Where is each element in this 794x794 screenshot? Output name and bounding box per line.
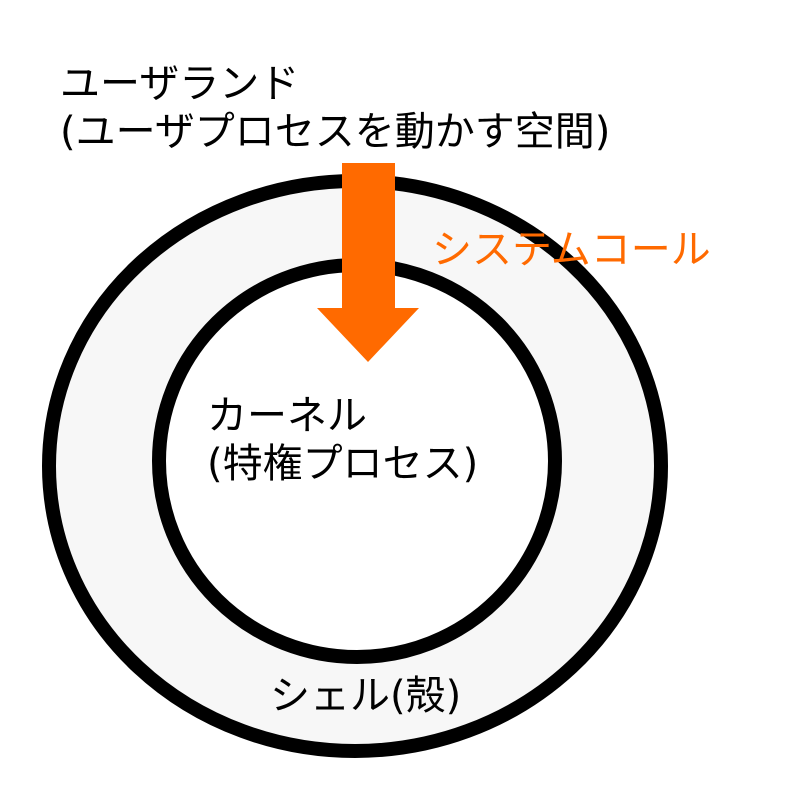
userland-title: ユーザランド xyxy=(60,61,300,107)
userland-subtitle: (ユーザプロセスを動かす空間) xyxy=(60,109,611,155)
shell-label: シェル(殻) xyxy=(270,673,462,719)
kernel-subtitle: (特権プロセス) xyxy=(207,441,479,487)
system-call-label: システムコール xyxy=(432,227,711,273)
system-call-arrow xyxy=(317,163,419,362)
kernel-title: カーネル xyxy=(207,393,367,439)
kernel-label: カーネル (特権プロセス) xyxy=(207,392,478,488)
userland-label: ユーザランド (ユーザプロセスを動かす空間) xyxy=(60,60,610,156)
